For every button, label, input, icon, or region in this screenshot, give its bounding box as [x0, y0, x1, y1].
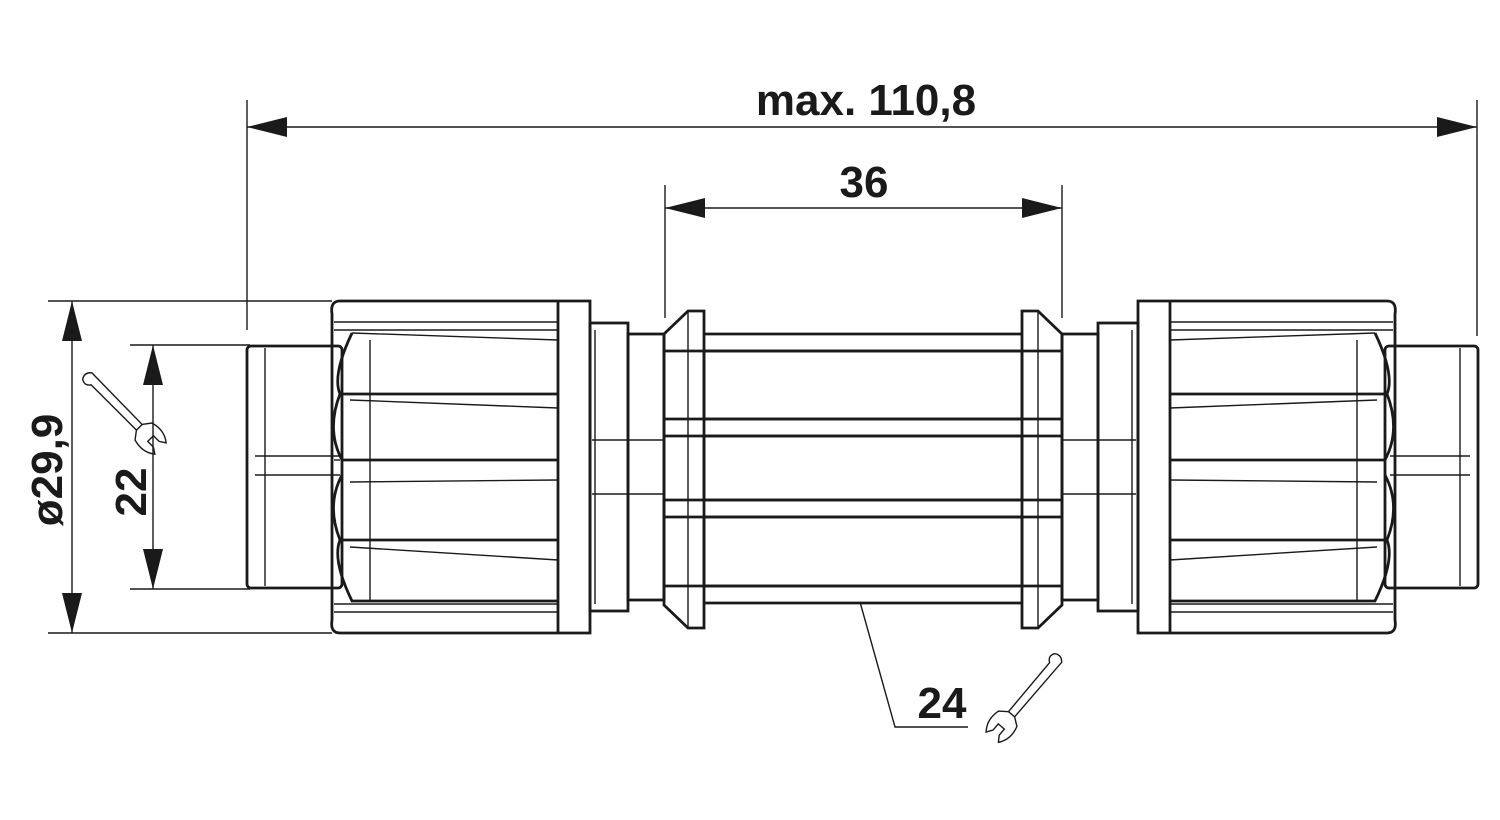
right-coupling-nut	[1136, 299, 1397, 635]
wrench-icon	[81, 372, 167, 455]
center-length-dimension: 36	[664, 158, 1063, 318]
center-length-label: 36	[840, 158, 889, 207]
right-sleeve	[1383, 344, 1480, 590]
body-wrench-label: 24	[918, 679, 967, 728]
right-collar	[1060, 321, 1140, 613]
connector-assembly	[245, 299, 1480, 635]
nut-wrench-label: 22	[107, 468, 156, 517]
overall-length-dimension: max. 110,8	[246, 76, 1478, 336]
outer-diameter-dimension: ø29,9	[23, 300, 332, 634]
left-collar	[588, 321, 666, 613]
overall-length-label: max. 110,8	[756, 76, 976, 125]
left-coupling-nut	[330, 299, 592, 635]
wrench-icon	[985, 652, 1063, 744]
left-sleeve	[245, 344, 344, 590]
outer-diameter-label: ø29,9	[23, 414, 72, 527]
center-body	[662, 309, 1064, 630]
body-wrench-dimension: 24	[859, 601, 1063, 744]
nut-wrench-dimension: 22	[107, 344, 250, 590]
